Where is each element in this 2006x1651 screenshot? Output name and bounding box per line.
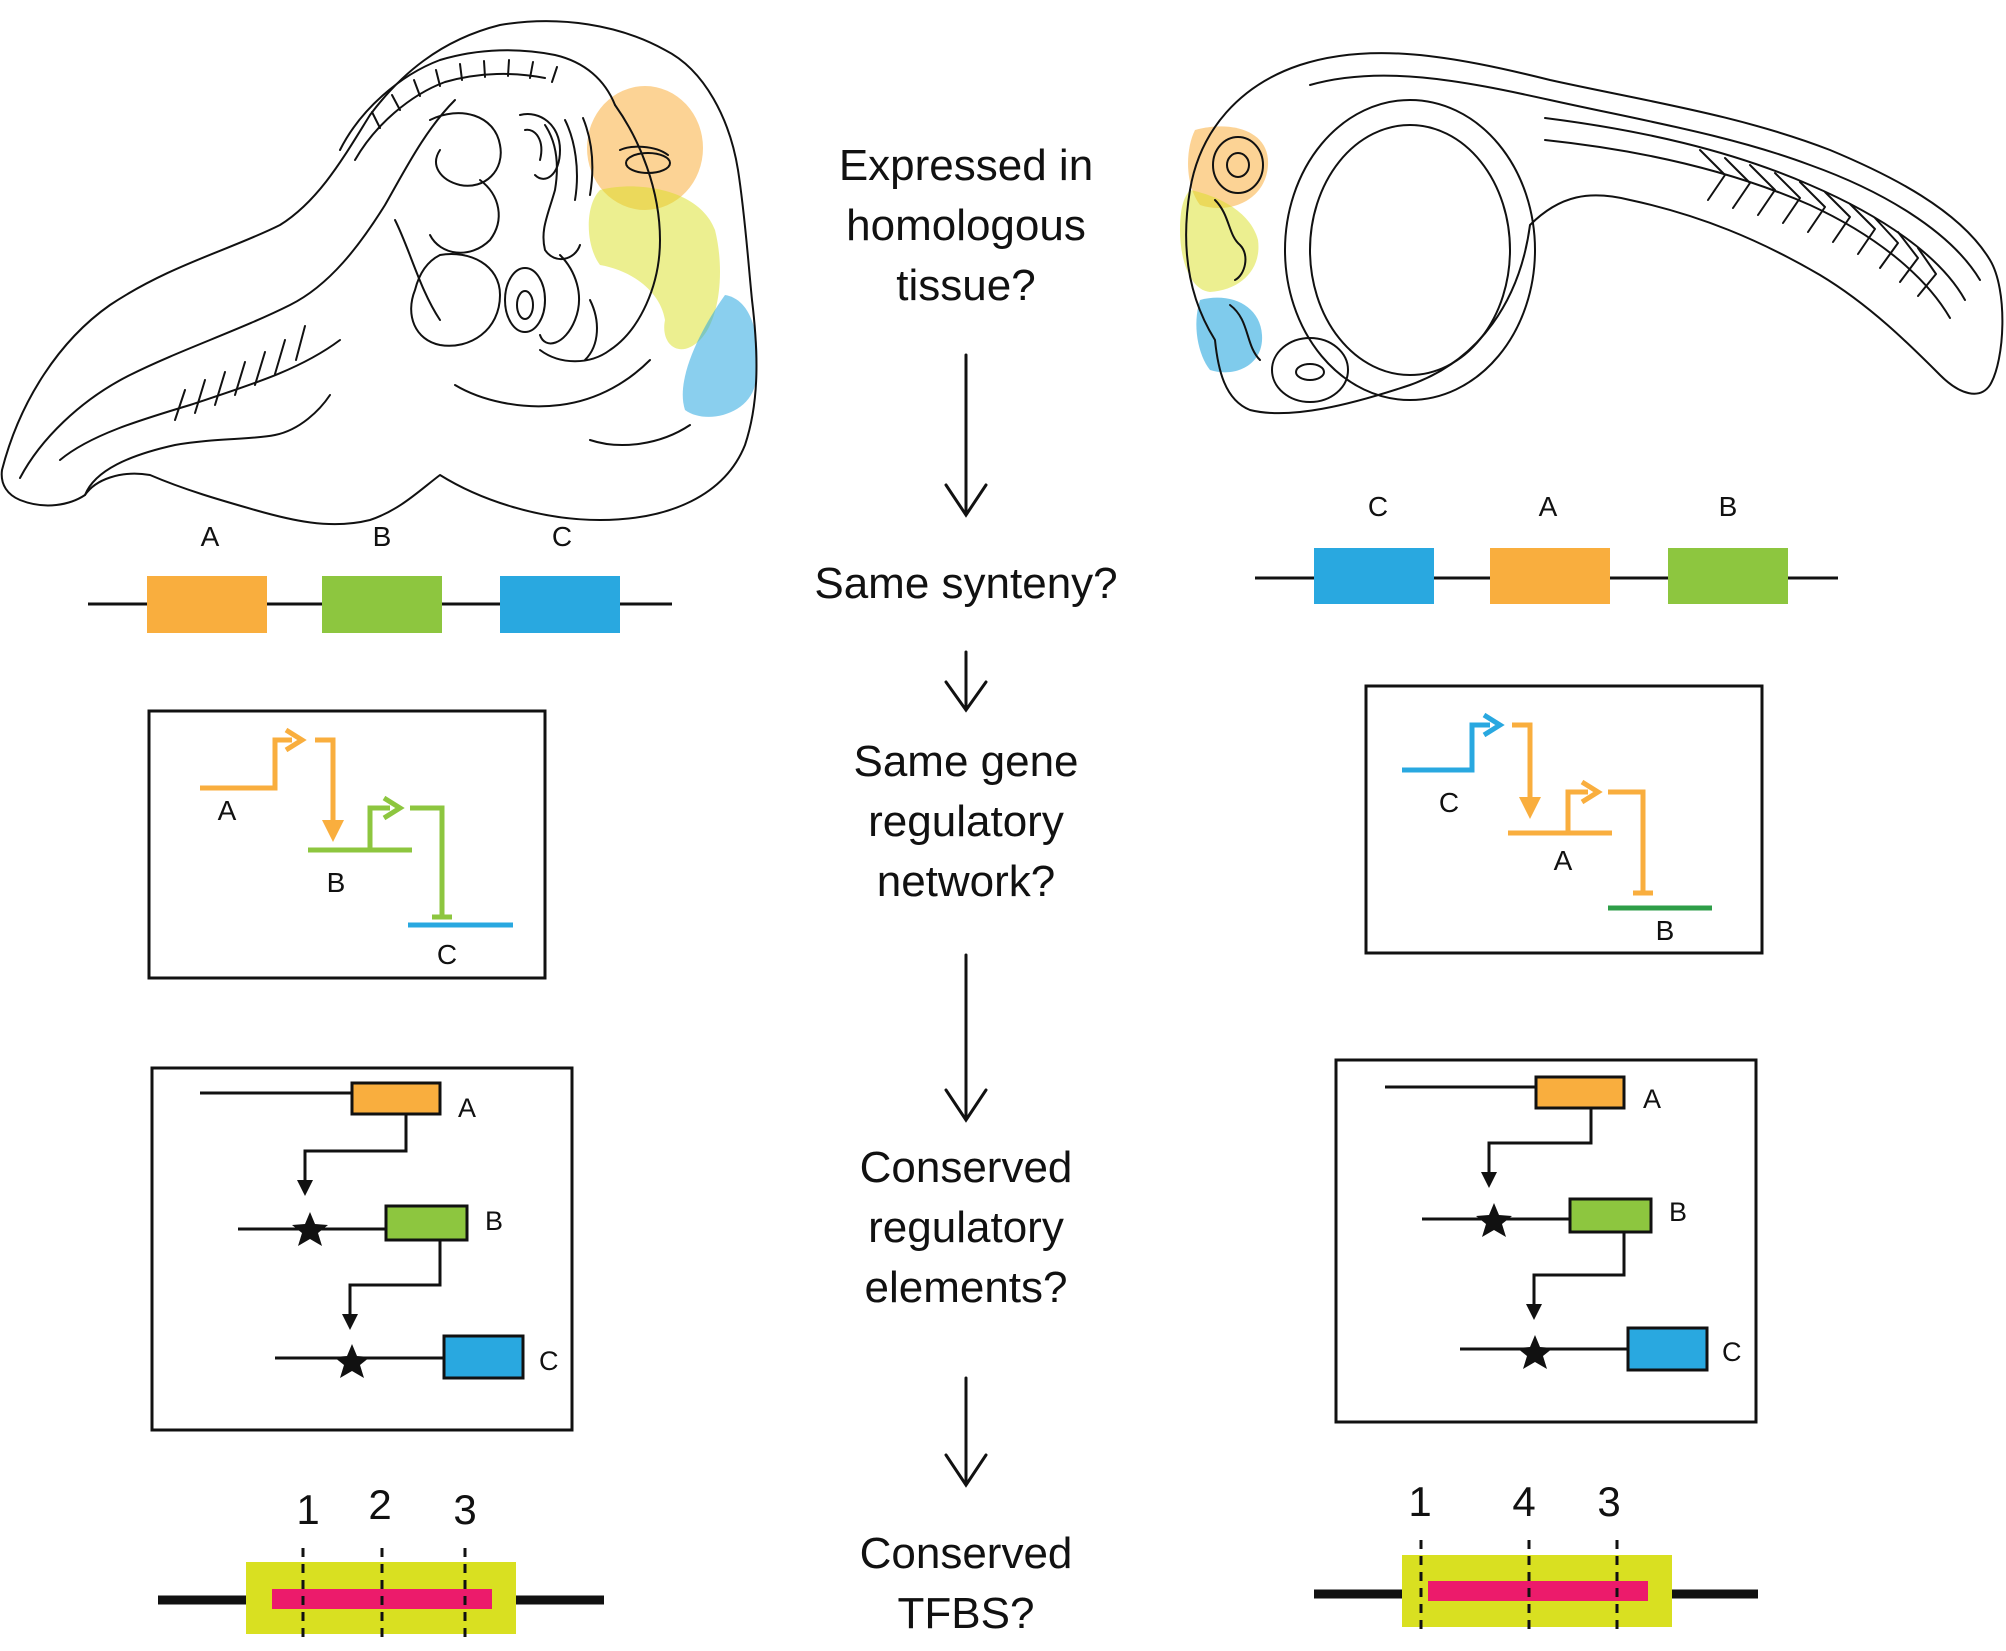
right-expression-yellow (1180, 190, 1259, 292)
arrow-3 (944, 953, 988, 1123)
right-cre-star-2 (1517, 1335, 1553, 1369)
right-tfbs: 1 4 3 (1314, 1478, 1758, 1636)
left-tfbs-site-1: 1 (296, 1486, 319, 1533)
right-embryo-illustration (1180, 52, 2004, 415)
left-grn-panel: A B C (147, 709, 547, 980)
left-grn-label-a: A (218, 795, 237, 826)
svg-text:elements?: elements? (864, 1263, 1067, 1312)
right-tfbs-site-1: 1 (1408, 1478, 1431, 1525)
center-arrows (944, 353, 988, 1488)
right-grn-label-a: A (1554, 845, 1573, 876)
left-tfbs-site-3: 3 (453, 1486, 476, 1533)
svg-text:tissue?: tissue? (896, 261, 1035, 310)
question-regulatory-elements: Conserved regulatory elements? (860, 1143, 1073, 1312)
question-tfbs: Conserved TFBS? (860, 1529, 1073, 1638)
left-gene-a-label: A (201, 521, 220, 552)
left-grn-label-b: B (327, 867, 346, 898)
right-gene-a-label: A (1539, 491, 1558, 522)
left-gene-c-label: C (552, 521, 572, 552)
arrow-2 (944, 650, 988, 713)
arrow-4 (944, 1376, 988, 1488)
right-tfbs-bar (1428, 1581, 1648, 1601)
right-grn-label-c: C (1439, 787, 1459, 818)
svg-text:TFBS?: TFBS? (898, 1589, 1035, 1638)
svg-text:homologous: homologous (846, 201, 1086, 250)
svg-text:Same gene: Same gene (853, 737, 1078, 786)
right-grn-label-b: B (1656, 915, 1675, 946)
svg-text:Conserved: Conserved (860, 1143, 1073, 1192)
svg-text:Conserved: Conserved (860, 1529, 1073, 1578)
right-expression-blue (1196, 297, 1263, 373)
svg-text:regulatory: regulatory (868, 797, 1064, 846)
right-cre-star-1 (1476, 1203, 1512, 1237)
svg-text:network?: network? (877, 857, 1056, 906)
left-gene-b-label: B (373, 521, 392, 552)
right-cre-panel: A B C (1334, 1058, 1758, 1424)
left-cre-label-b: B (485, 1206, 503, 1236)
right-tfbs-site-4: 4 (1512, 1478, 1535, 1525)
right-synteny: C A B (1255, 491, 1838, 604)
left-expression-blue (682, 295, 758, 417)
svg-text:Same synteny?: Same synteny? (814, 559, 1117, 608)
right-cre-label-c: C (1722, 1337, 1742, 1367)
left-cre-label-a: A (458, 1093, 476, 1123)
left-gene-a-box (147, 576, 267, 633)
right-gene-b-label: B (1719, 491, 1738, 522)
left-tfbs: 1 2 3 (158, 1481, 604, 1643)
left-cre-star-2 (334, 1344, 370, 1378)
left-tfbs-site-2: 2 (368, 1481, 391, 1528)
question-regulatory-network: Same gene regulatory network? (853, 737, 1078, 906)
right-cre-label-b: B (1669, 1197, 1687, 1227)
right-grn-panel: C A B (1364, 684, 1764, 955)
left-gene-b-box (322, 576, 442, 633)
right-cre-label-a: A (1643, 1084, 1661, 1114)
question-synteny: Same synteny? (814, 559, 1117, 608)
left-gene-c-box (500, 576, 620, 633)
right-gene-a-box (1490, 548, 1610, 604)
right-gene-c-box (1314, 548, 1434, 604)
left-expression-yellow (588, 186, 720, 350)
right-gene-c-label: C (1368, 491, 1388, 522)
arrow-1 (944, 353, 988, 518)
question-expression: Expressed in homologous tissue? (839, 141, 1093, 310)
right-gene-b-box (1668, 548, 1788, 604)
left-synteny: A B C (88, 521, 672, 633)
left-grn-label-c: C (437, 939, 457, 970)
svg-text:Expressed in: Expressed in (839, 141, 1093, 190)
left-cre-label-c: C (539, 1346, 559, 1376)
right-tfbs-site-3: 3 (1597, 1478, 1620, 1525)
left-cre-star-1 (292, 1212, 328, 1246)
svg-text:regulatory: regulatory (868, 1203, 1064, 1252)
left-embryo-illustration (0, 20, 758, 526)
left-cre-panel: A B C (150, 1066, 574, 1432)
